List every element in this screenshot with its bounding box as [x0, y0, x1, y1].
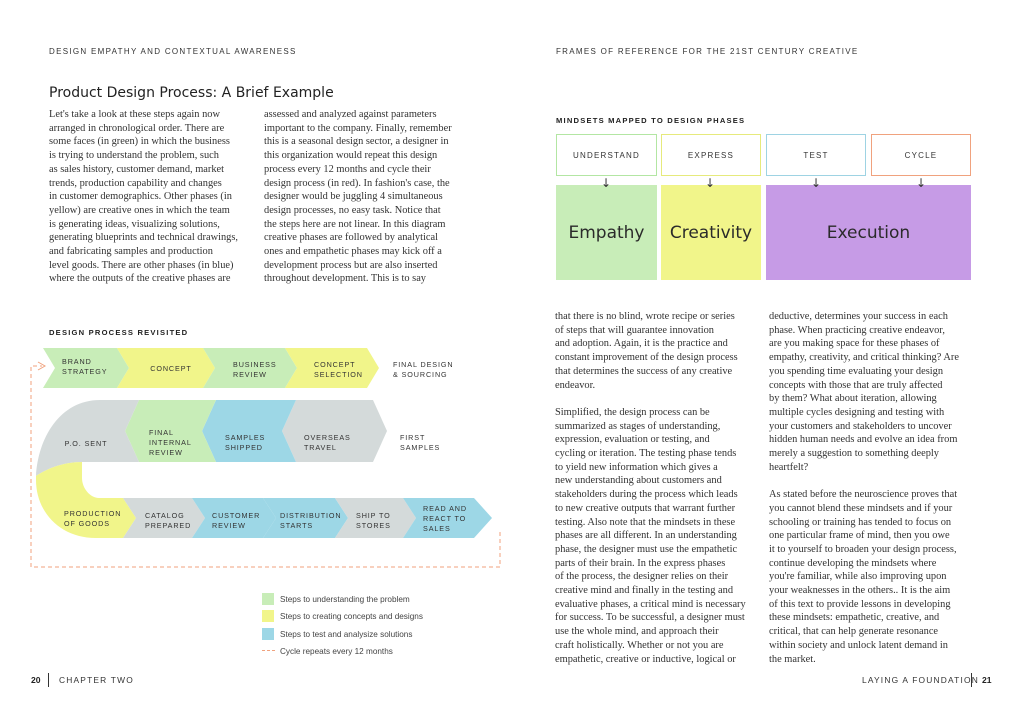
- page-number-left: 20: [31, 675, 41, 685]
- step-shape-overseas-travel: [282, 400, 387, 462]
- step-shape-ship-to-stores: [335, 498, 416, 538]
- arrow-down-icon: ↓: [704, 176, 716, 190]
- step-shape-brand-strategy: [43, 348, 129, 388]
- step-shape-po-sent: [36, 400, 139, 476]
- running-head-left: DESIGN EMPATHY AND CONTEXTUAL AWARENESS: [49, 47, 297, 56]
- page-title: Product Design Process: A Brief Example: [49, 85, 334, 101]
- cycle-loop-line: [30, 365, 501, 568]
- step-shape-distribution-starts: [263, 498, 348, 538]
- legend-swatch-yellow: [262, 610, 274, 622]
- mindsets-heading: MINDSETS MAPPED TO DESIGN PHASES: [556, 116, 746, 125]
- step-shape-read-react: [403, 498, 492, 538]
- mindset-block-creativity: Creativity: [661, 185, 761, 280]
- mindset-header-cycle: CYCLE: [871, 134, 971, 176]
- footer-chapter-label: CHAPTER TWO: [59, 675, 134, 685]
- step-shape-business-review: [203, 348, 297, 388]
- page-number-right: 21: [982, 675, 992, 685]
- cycle-loop-arrowhead: [37, 361, 47, 371]
- process-diagram-heading: DESIGN PROCESS REVISITED: [49, 328, 189, 337]
- footer-divider-right: [971, 673, 972, 687]
- footer-divider-left: [48, 673, 49, 687]
- left-body-column-1: Let's take a look at these steps again n…: [49, 109, 238, 285]
- step-shape-production-of-goods: [36, 462, 136, 538]
- legend-dash-cycle: [262, 650, 275, 651]
- right-body-column-2: deductive, determines your success in ea…: [769, 311, 959, 665]
- footer-section-label: LAYING A FOUNDATION: [862, 675, 979, 685]
- mindset-header-test: TEST: [766, 134, 866, 176]
- step-shape-customer-review: [192, 498, 276, 538]
- step-label-final-design: FINAL DESIGN& SOURCING: [393, 360, 453, 379]
- right-body-column-1: that there is no blind, wrote recipe or …: [555, 311, 746, 665]
- step-shape-concept-selection: [285, 348, 379, 388]
- step-label-po-sent: P.O. SENT: [65, 439, 108, 448]
- legend-label-understanding: Steps to understanding the problem: [280, 595, 410, 604]
- arrow-down-icon: ↓: [810, 176, 822, 190]
- step-label-concept: CONCEPT: [150, 364, 191, 373]
- mindset-block-empathy: Empathy: [556, 185, 657, 280]
- mindset-header-express: EXPRESS: [661, 134, 761, 176]
- step-shape-samples-shipped: [202, 400, 296, 462]
- step-shape-final-internal-review: [125, 400, 216, 462]
- legend-swatch-green: [262, 593, 274, 605]
- arrow-down-icon: ↓: [915, 176, 927, 190]
- legend-swatch-blue: [262, 628, 274, 640]
- running-head-right: FRAMES OF REFERENCE FOR THE 21ST CENTURY…: [556, 47, 859, 56]
- step-shape-concept: [117, 348, 215, 388]
- mindset-block-execution: Execution: [766, 185, 971, 280]
- legend-label-testing: Steps to test and analysize solutions: [280, 630, 413, 639]
- left-body-column-2: assessed and analyzed against parameters…: [264, 109, 452, 285]
- mindset-header-understand: UNDERSTAND: [556, 134, 657, 176]
- arrow-down-icon: ↓: [600, 176, 612, 190]
- legend-label-creating: Steps to creating concepts and designs: [280, 612, 423, 621]
- legend-label-cycle: Cycle repeats every 12 months: [280, 647, 393, 656]
- step-shape-catalog-prepared: [123, 498, 205, 538]
